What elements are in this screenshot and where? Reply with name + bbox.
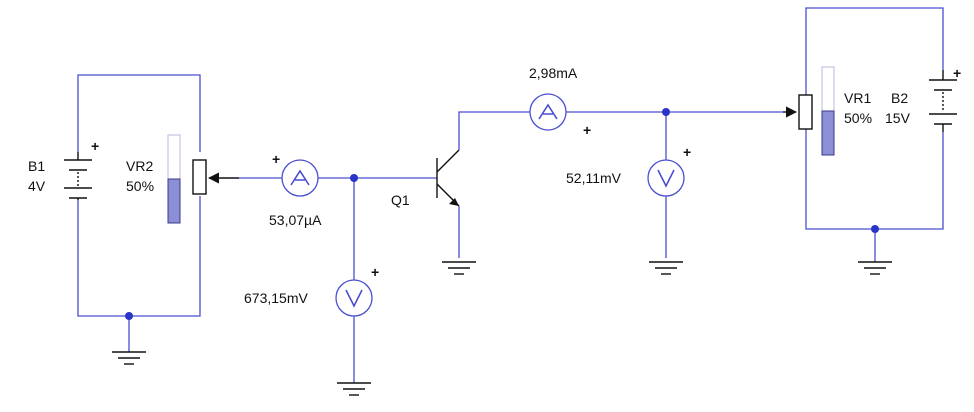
vr1-name: VR1 bbox=[844, 90, 871, 106]
potentiometer-vr1[interactable]: VR1 50% bbox=[783, 66, 872, 156]
voltmeter-collector-polarity: + bbox=[683, 144, 691, 160]
vr1-slider-fill bbox=[821, 110, 835, 156]
ammeter-collector-reading: 2,98mA bbox=[529, 65, 578, 81]
vr1-value: 50% bbox=[844, 110, 872, 126]
ground-icon bbox=[858, 261, 892, 275]
potentiometer-vr2[interactable]: VR2 50% bbox=[126, 134, 239, 224]
voltmeter-collector-reading: 52,11mV bbox=[566, 170, 622, 186]
potentiometer-icon bbox=[192, 159, 239, 195]
ground-icon bbox=[649, 261, 683, 275]
ground-emitter bbox=[442, 261, 476, 275]
voltmeter-base[interactable]: + 673,15mV bbox=[244, 264, 379, 317]
node-base bbox=[350, 174, 358, 182]
battery-b1-value: 4V bbox=[28, 178, 46, 194]
battery-b1-name: B1 bbox=[28, 158, 45, 174]
ground-left bbox=[112, 351, 146, 365]
q1-name: Q1 bbox=[391, 192, 410, 208]
voltmeter-icon bbox=[335, 279, 373, 317]
voltmeter-collector[interactable]: + 52,11mV bbox=[566, 144, 691, 197]
voltmeter-icon bbox=[647, 159, 685, 197]
battery-icon bbox=[64, 152, 92, 200]
ground-icon bbox=[112, 351, 146, 365]
vr2-slider-fill bbox=[167, 178, 181, 224]
node-right-bottom bbox=[871, 225, 879, 233]
ammeter-base[interactable]: + 53,07µA bbox=[269, 151, 322, 228]
ground-base-voltmeter bbox=[337, 382, 371, 396]
collector-wires bbox=[566, 111, 783, 258]
transistor-wires bbox=[458, 111, 530, 258]
vr2-value: 50% bbox=[126, 178, 154, 194]
ammeter-icon bbox=[529, 93, 567, 131]
ground-icon bbox=[337, 382, 371, 396]
battery-b2-name: B2 bbox=[891, 90, 908, 106]
left-loop-wires bbox=[77, 74, 201, 352]
npn-transistor-icon bbox=[436, 149, 460, 207]
ammeter-collector-polarity: + bbox=[583, 122, 591, 138]
base-wires bbox=[239, 177, 437, 383]
ammeter-base-polarity: + bbox=[272, 151, 280, 167]
battery-b1[interactable]: + B1 4V bbox=[28, 138, 99, 200]
ammeter-icon bbox=[281, 159, 319, 197]
battery-b2-value: 15V bbox=[885, 110, 911, 126]
node-collector bbox=[662, 108, 670, 116]
transistor-q1[interactable]: Q1 bbox=[391, 149, 460, 208]
battery-icon bbox=[929, 70, 957, 132]
battery-b2[interactable]: + B2 15V bbox=[885, 65, 961, 132]
node-left-bottom bbox=[125, 312, 133, 320]
ammeter-base-reading: 53,07µA bbox=[269, 212, 322, 228]
ground-collector-voltmeter bbox=[649, 261, 683, 275]
vr2-name: VR2 bbox=[126, 158, 153, 174]
potentiometer-icon bbox=[783, 94, 813, 130]
ground-icon bbox=[442, 261, 476, 275]
voltmeter-base-polarity: + bbox=[371, 264, 379, 280]
battery-b2-polarity: + bbox=[953, 65, 961, 81]
ground-right bbox=[858, 261, 892, 275]
battery-b1-polarity: + bbox=[91, 138, 99, 154]
voltmeter-base-reading: 673,15mV bbox=[244, 290, 308, 306]
ammeter-collector[interactable]: + 2,98mA bbox=[529, 65, 591, 138]
